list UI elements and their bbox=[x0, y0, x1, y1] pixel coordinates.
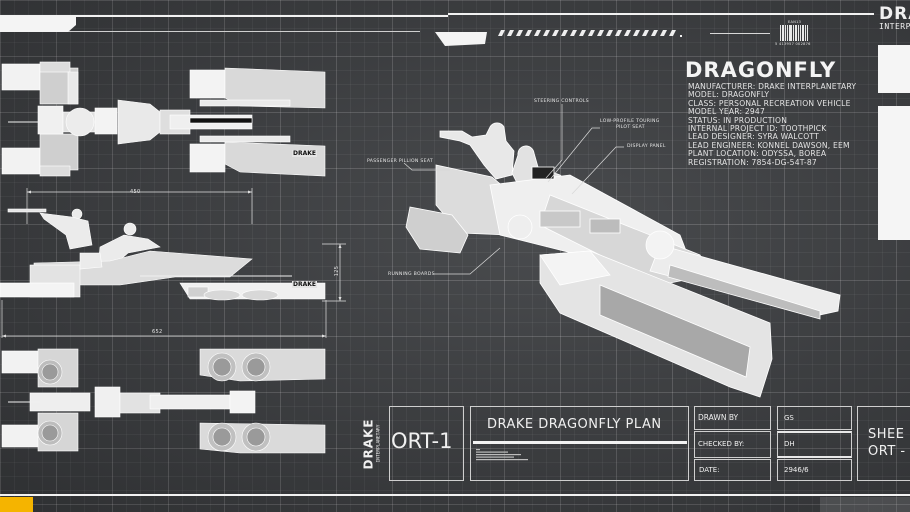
drawn-by-label-cell bbox=[694, 406, 771, 430]
header-top-line-right bbox=[448, 13, 874, 15]
title-block-logo-brand: DRAKE bbox=[361, 418, 376, 470]
brand-subtitle: INTERPLANETARY bbox=[879, 22, 910, 31]
bottom-view-drawing bbox=[1, 348, 326, 454]
callout-display-panel: DISPLAY PANEL bbox=[627, 144, 666, 149]
spec-manufacturer: MANUFACTURER: DRAKE INTERPLANETARY bbox=[688, 82, 857, 91]
title-block-logo: DRAKE INTERPLANETARY bbox=[357, 415, 385, 477]
side-panel-bottom bbox=[878, 106, 910, 240]
dimension-450-label: 450 bbox=[130, 189, 141, 195]
header-tab-mid bbox=[435, 32, 487, 46]
plan-title-underline bbox=[473, 441, 687, 444]
date-label: DATE: bbox=[699, 466, 720, 474]
callout-running-boards: RUNNING BOARDS bbox=[388, 272, 435, 277]
spec-class: CLASS: PERSONAL RECREATION VEHICLE bbox=[688, 98, 851, 108]
drawn-by-value-cell bbox=[777, 406, 852, 430]
dimension-652-line bbox=[1, 300, 327, 338]
spec-list: MANUFACTURER: DRAKE INTERPLANETARY MODEL… bbox=[688, 82, 857, 167]
date-label-cell bbox=[694, 459, 771, 481]
dimension-125-line bbox=[322, 243, 346, 302]
spec-lead-engineer: LEAD ENGINEER: KONNEL DAWSON, EEM bbox=[688, 140, 850, 150]
dimension-450-line bbox=[26, 188, 253, 224]
spec-model: MODEL: DRAGONFLY bbox=[688, 90, 770, 100]
brand-logo: DRAKE bbox=[879, 4, 910, 24]
callout-steering-controls: STEERING CONTROLS bbox=[534, 99, 589, 104]
plan-title: DRAKE DRAGONFLY PLAN bbox=[487, 417, 662, 432]
vehicle-logo-side: DRAKE bbox=[292, 281, 317, 288]
checked-by-value-cell bbox=[777, 431, 852, 458]
barcode-icon bbox=[780, 25, 808, 41]
date-value-cell bbox=[777, 459, 852, 481]
sheet-line-1: SHEE bbox=[868, 427, 905, 442]
header-top-line bbox=[0, 15, 448, 17]
code-box bbox=[389, 406, 464, 481]
fine-print-block bbox=[476, 449, 528, 461]
side-panel-top bbox=[878, 45, 910, 93]
callout-pillion-seat: PASSENGER PILLION SEAT bbox=[367, 159, 434, 164]
footer-right-panel bbox=[820, 497, 910, 512]
checked-by-label: CHECKED BY: bbox=[698, 440, 745, 448]
footer-line bbox=[0, 494, 910, 496]
sheet-line-2: ORT - bbox=[868, 444, 906, 459]
checked-by-value: DH bbox=[784, 440, 795, 448]
drawn-by-value: GS bbox=[784, 414, 794, 422]
callout-pilot-seat-line1: LOW-PROFILE TOURING bbox=[600, 119, 660, 124]
spec-model-year: MODEL YEAR: 2947 bbox=[688, 107, 765, 117]
side-view-drawing bbox=[0, 208, 326, 301]
header-short-line bbox=[710, 33, 770, 34]
sheet-box bbox=[857, 406, 910, 481]
callout-pilot-seat-line2: PILOT SEAT bbox=[616, 125, 645, 130]
header-second-line bbox=[0, 31, 420, 32]
spec-lead-designer: LEAD DESIGNER: SYRA WALCOTT bbox=[688, 132, 819, 142]
title-block-logo-sub: INTERPLANETARY bbox=[376, 424, 382, 463]
vehicle-logo-top: DRAKE bbox=[292, 150, 317, 157]
date-value: 2946/6 bbox=[784, 466, 809, 474]
spec-project-id: INTERNAL PROJECT ID: TOOTHPICK bbox=[688, 124, 827, 134]
isometric-cutaway-drawing bbox=[405, 122, 841, 398]
plan-title-box bbox=[470, 406, 689, 481]
checked-by-label-cell bbox=[694, 431, 771, 458]
footer-accent-block bbox=[0, 497, 33, 512]
drawn-by-label: DRAWN BY bbox=[698, 413, 739, 422]
header-tab-left bbox=[0, 16, 76, 32]
spec-registration: REGISTRATION: 7854-DG-54T-87 bbox=[688, 157, 817, 167]
vehicle-title: DRAGONFLY bbox=[685, 58, 837, 82]
spec-plant-location: PLANT LOCATION: ODYSSA, BOREA bbox=[688, 149, 827, 159]
barcode-label: EAN13 bbox=[788, 20, 802, 24]
drawing-code: ORT-1 bbox=[391, 429, 453, 453]
dimension-652-label: 652 bbox=[152, 329, 163, 335]
spec-status: STATUS: IN PRODUCTION bbox=[688, 115, 788, 125]
hazard-stripes bbox=[498, 30, 682, 37]
barcode-number: 5 413957 002876 bbox=[775, 42, 811, 46]
